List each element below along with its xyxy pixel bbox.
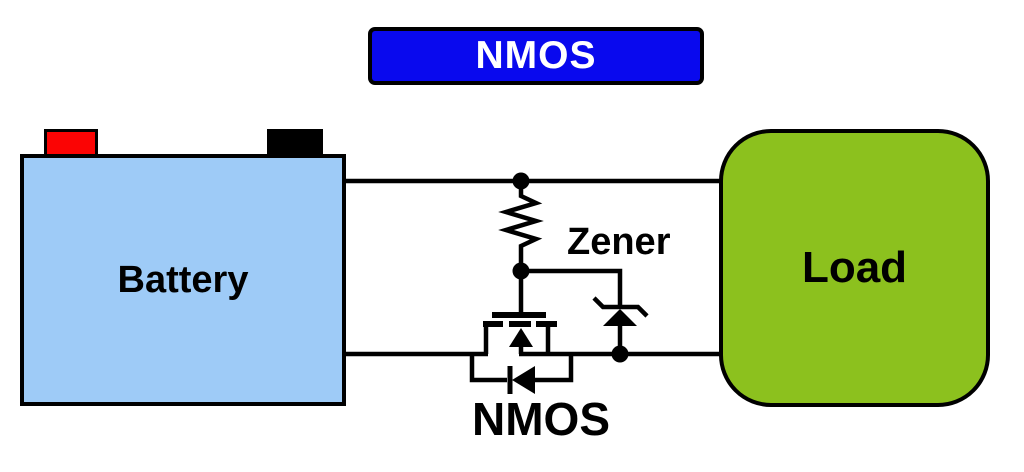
- load-label: Load: [801, 243, 908, 292]
- title-badge: NMOS: [368, 27, 704, 85]
- zener-label: Zener: [567, 221, 671, 263]
- body-diode-triangle: [512, 366, 535, 394]
- load-box: Load: [719, 129, 990, 407]
- battery-label: Battery: [117, 258, 249, 301]
- body-diode-loop-left: [469, 354, 507, 383]
- nmos-body-arrow: [509, 328, 533, 347]
- junction-dot-top: [512, 172, 530, 190]
- junction-dot-gate: [512, 262, 530, 280]
- resistor-symbol: [498, 181, 544, 271]
- zener-diode-triangle: [603, 309, 637, 326]
- nmos-label: NMOS: [472, 393, 610, 445]
- zener-branch-wire: [521, 268, 623, 307]
- title-badge-label: NMOS: [475, 34, 597, 77]
- body-diode-loop-right: [535, 354, 574, 383]
- battery-box: Battery: [20, 154, 346, 406]
- junction-dot-bottom: [611, 345, 629, 363]
- zener-cathode-bar: [592, 296, 649, 318]
